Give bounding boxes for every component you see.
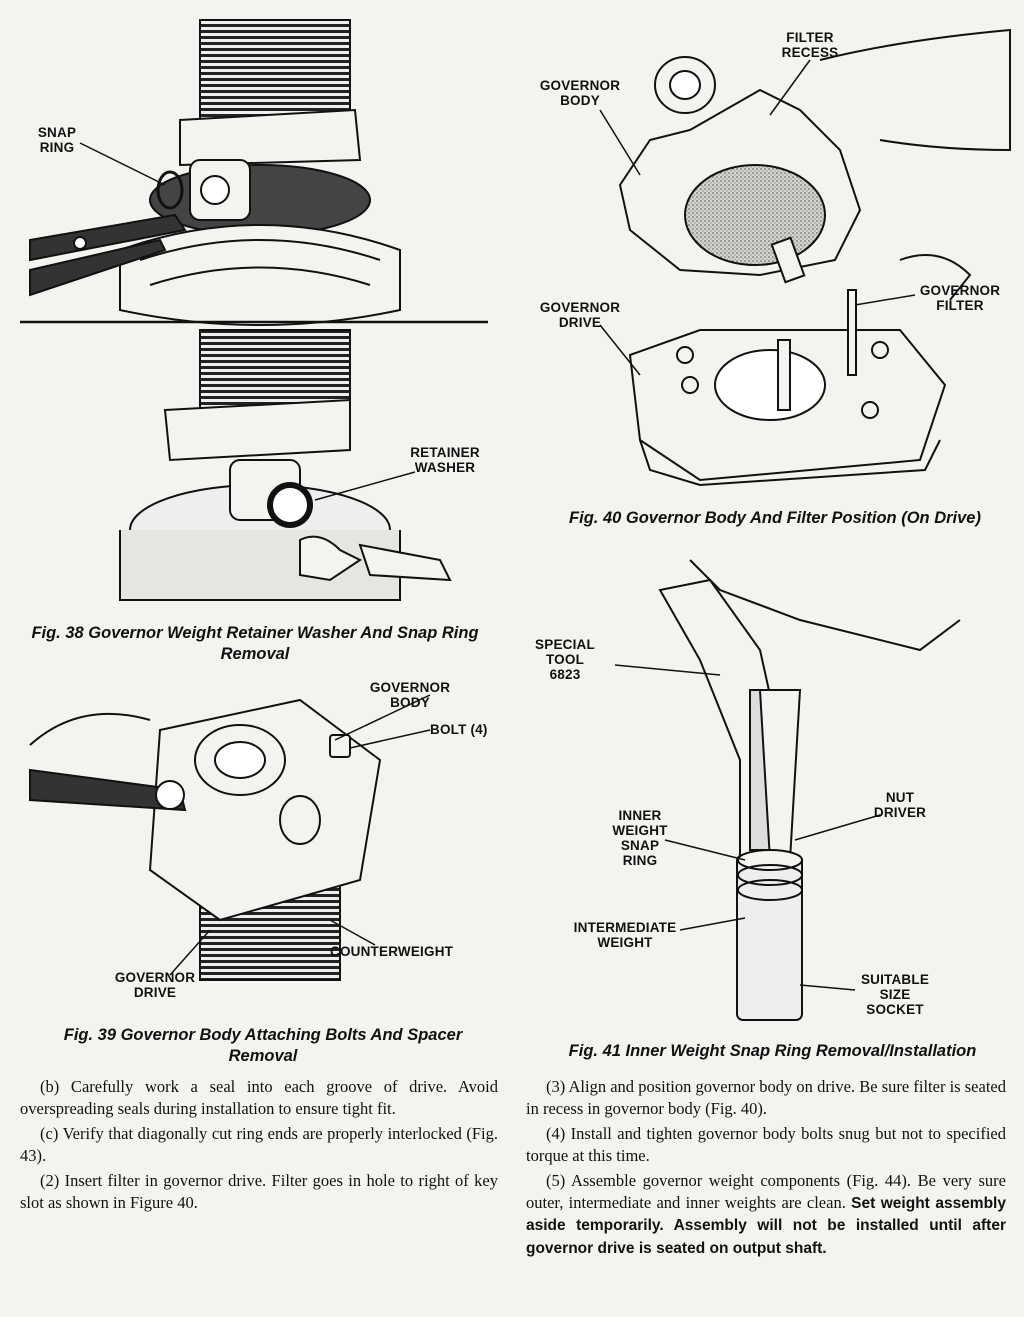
fig40-caption: Fig. 40 Governor Body And Filter Positio… [569,509,981,527]
label-filter-recess: FILTER RECESS [781,30,839,60]
label-governor-body-fig39: GOVERNOR BODY [369,680,451,710]
paragraph-2: (2) Insert filter in governor drive. Fil… [20,1171,498,1212]
paragraph-3: (3) Align and position governor body on … [526,1077,1006,1118]
label-intermediate-weight: INTERMEDIATE WEIGHT [573,920,677,950]
label-inner-weight-snap-ring: INNER WEIGHT SNAP RING [612,808,668,868]
fig38-upper-drawing [29,19,401,326]
label-snap-ring: SNAP RING [37,125,77,155]
paragraph-5-text: (5) Assemble governor weight components … [526,1171,1006,1212]
label-retainer-washer: RETAINER WASHER [410,445,480,475]
label-governor-body-fig40: GOVERNOR BODY [539,78,621,108]
paragraph-b: (b) Carefully work a seal into each groo… [20,1077,498,1118]
paragraph-5-bold-warning: Set weight assembly aside temporarily. A… [526,1194,1006,1257]
paragraph-c: (c) Verify that diagonally cut ring ends… [20,1124,498,1165]
label-governor-drive-fig39: GOVERNOR DRIVE [114,970,196,1000]
label-nut-driver: NUT DRIVER [873,790,927,820]
left-text-column: (b) Carefully work a seal into each groo… [20,1076,498,1217]
fig41-drawing [658,559,961,1021]
fig38-lower-drawing [119,329,452,601]
fig40-drawing [618,28,1011,487]
fig38-caption: Fig. 38 Governor Weight Retainer Washer … [31,624,479,663]
right-text-column: (3) Align and position governor body on … [526,1076,1006,1263]
label-counterweight: COUNTERWEIGHT [330,944,454,959]
fig41-caption: Fig. 41 Inner Weight Snap Ring Removal/I… [568,1042,977,1060]
paragraph-4: (4) Install and tighten governor body bo… [526,1124,1006,1165]
label-bolt: BOLT (4) [430,722,488,737]
fig39-drawing [29,698,382,981]
fig39-caption: Fig. 39 Governor Body Attaching Bolts An… [63,1026,463,1065]
label-special-tool: SPECIAL TOOL 6823 [535,637,595,682]
label-governor-filter: GOVERNOR FILTER [919,283,1001,313]
paragraph-5: (5) Assemble governor weight components … [526,1170,1006,1259]
label-suitable-size-socket: SUITABLE SIZE SOCKET [860,972,930,1017]
leader-lines [79,59,916,991]
label-governor-drive-fig40: GOVERNOR DRIVE [539,300,621,330]
